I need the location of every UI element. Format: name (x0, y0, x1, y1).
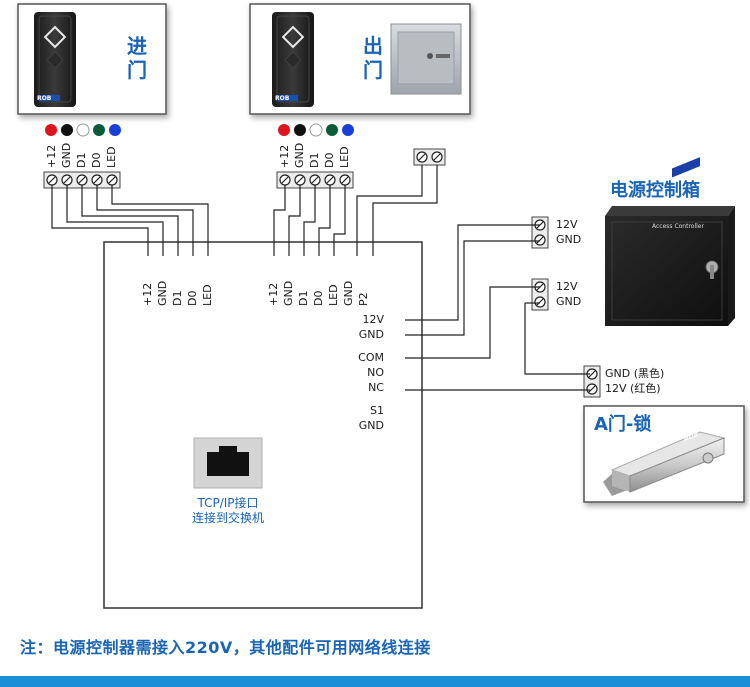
pin-label: GND (黑色) (605, 367, 665, 380)
pin-label: GND (556, 233, 582, 246)
power-control-box (605, 206, 735, 326)
pin-label: +12 (45, 144, 58, 168)
wire-color-dot (45, 124, 57, 136)
pin-label: D1 (75, 152, 88, 168)
wires (51, 165, 590, 391)
entry-label-line2: 门 (127, 58, 147, 82)
pin-label: D1 (297, 290, 310, 306)
power-box-panel-text: Access Controller (652, 223, 704, 230)
rj45-port-icon (193, 437, 263, 489)
pin-label: +12 (141, 282, 154, 306)
pin-label: 12V (556, 280, 578, 293)
pin-label: D1 (171, 290, 184, 306)
exit-door-label: 出 门 (360, 34, 386, 82)
pin-label: LED (105, 146, 118, 168)
tcp-ip-label: TCP/IP接口 连接到交换机 (150, 496, 306, 526)
pin-label: S1 (370, 404, 384, 417)
exit-button (390, 23, 462, 95)
pin-label: +12 (278, 144, 291, 168)
pin-label: GND (282, 280, 295, 306)
exit-button-terminal (413, 148, 446, 166)
lock-panel (583, 157, 745, 503)
pin-label: LED (327, 284, 340, 306)
pin-label: +12 (267, 282, 280, 306)
entry-reader-terminal (43, 171, 121, 189)
pin-label: GND (60, 142, 73, 168)
pin-label: D1 (308, 152, 321, 168)
pin-label: GND (358, 328, 384, 341)
exit-card-reader (272, 12, 314, 107)
electric-bolt-lock (603, 157, 726, 496)
wire-color-dot (278, 124, 290, 136)
wire-color-dot (93, 124, 105, 136)
pin-label: LED (201, 284, 214, 306)
pin-label: D0 (323, 152, 336, 168)
entry-card-reader (34, 12, 76, 107)
pin-label: D0 (90, 152, 103, 168)
tcp-ip-line2: 连接到交换机 (191, 511, 264, 525)
exit-reader-panel (249, 3, 471, 115)
entry-reader-brand: ROB (37, 95, 52, 102)
wire-color-dot (61, 124, 73, 136)
wire-color-dot (309, 123, 323, 137)
wire-color-dots-mid (278, 123, 354, 137)
pin-label: GND (293, 142, 306, 168)
wire-color-dot (294, 124, 306, 136)
lock-title: A门-锁 (594, 414, 652, 435)
wire-color-dot (76, 123, 90, 137)
pin-label: GND (358, 419, 384, 432)
pin-label: GND (156, 280, 169, 306)
pin-label: 12V (红色) (605, 382, 661, 395)
pin-label: 12V (362, 313, 384, 326)
wire-color-dot (326, 124, 338, 136)
pin-label: P2 (357, 292, 370, 306)
pin-label: GND (556, 295, 582, 308)
exit-label-line1: 出 (363, 34, 383, 58)
entry-label-line1: 进 (127, 34, 147, 58)
lock-terminal (583, 365, 601, 398)
wire-color-dot (109, 124, 121, 136)
footer-note: 注：电源控制器需接入220V，其他配件可用网络线连接 (20, 638, 431, 657)
entry-door-label: 进 门 (124, 34, 150, 82)
power-out1-terminal (531, 216, 549, 249)
controller-board (103, 241, 423, 609)
pin-label: D0 (186, 290, 199, 306)
pin-label: LED (338, 146, 351, 168)
exit-label-line2: 门 (363, 58, 383, 82)
power-out2-terminal (531, 278, 549, 311)
entry-reader-panel (17, 3, 167, 115)
exit-reader-terminal (276, 171, 354, 189)
exit-reader-brand: ROB (275, 95, 290, 102)
pin-label: GND (342, 280, 355, 306)
pin-label: NO (367, 366, 384, 379)
footer-bar (0, 676, 750, 687)
pin-label: COM (358, 351, 384, 364)
pin-label: NC (368, 381, 384, 394)
power-box-title: 电源控制箱 (610, 180, 700, 201)
wire-color-dots-left (45, 123, 121, 137)
pin-label: D0 (312, 290, 325, 306)
tcp-ip-line1: TCP/IP接口 (197, 496, 259, 510)
pin-label: 12V (556, 218, 578, 231)
wire-color-dot (342, 124, 354, 136)
